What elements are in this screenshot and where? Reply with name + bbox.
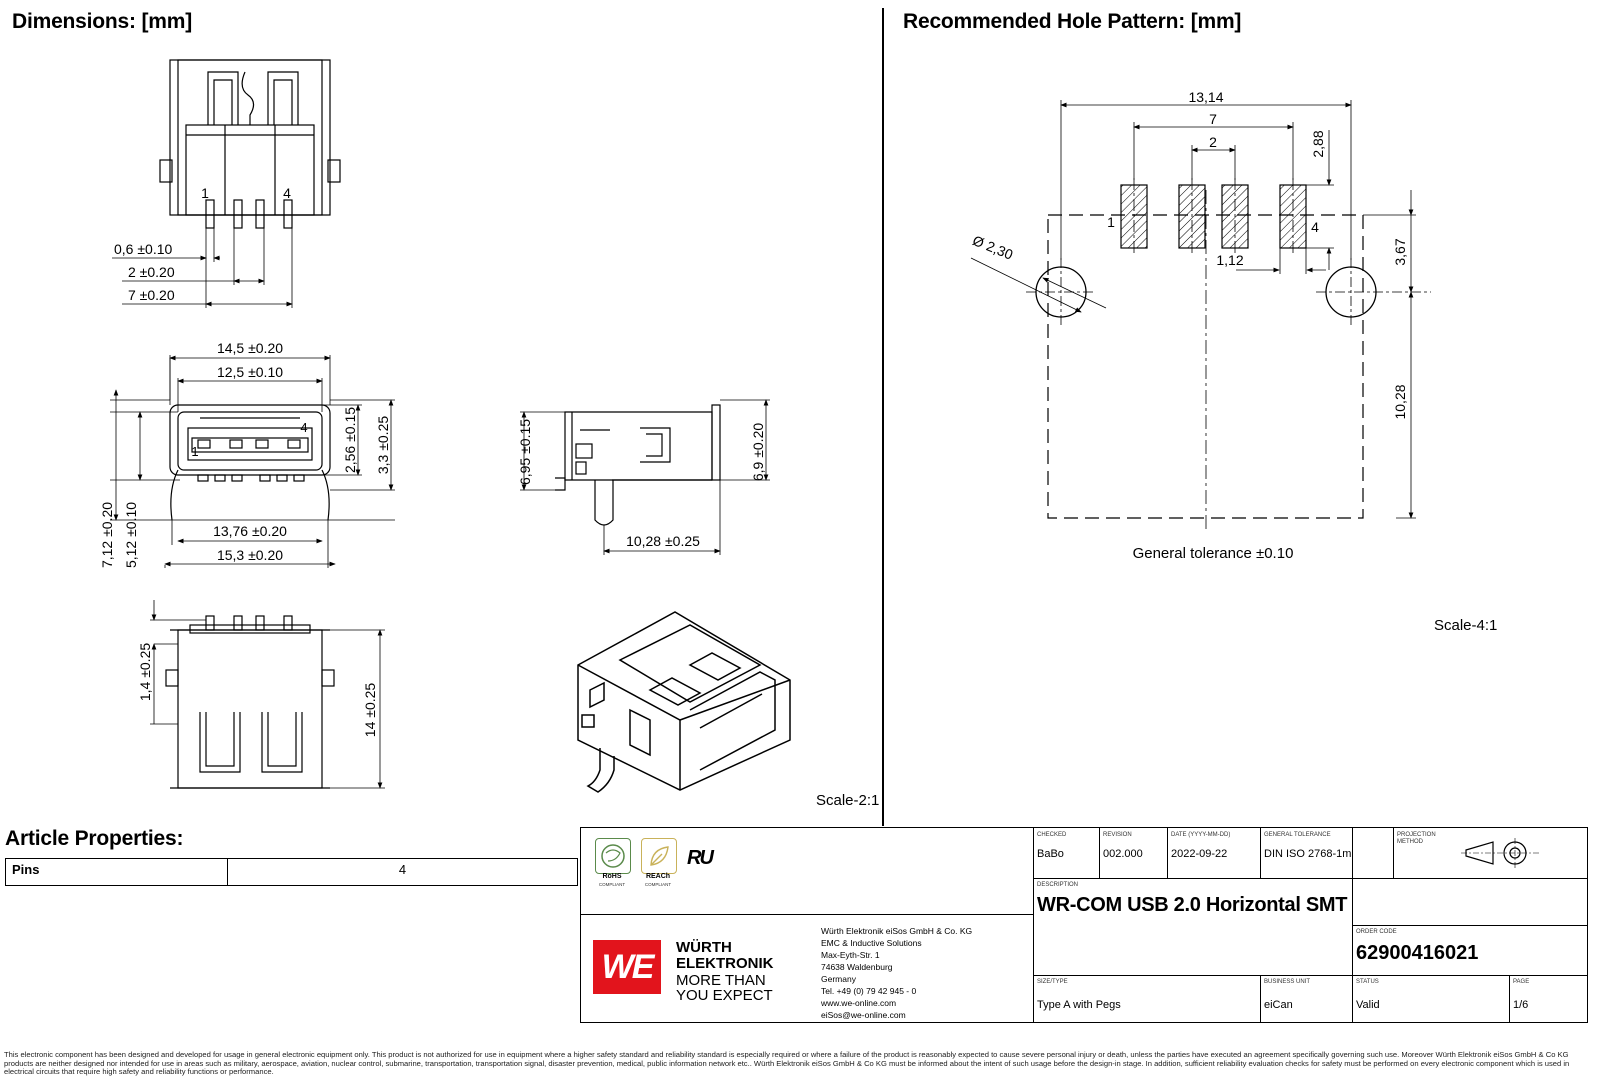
order-code-value: 62900416021	[1356, 942, 1479, 964]
svg-text:RU: RU	[687, 847, 714, 868]
dim-h-695: 6,95 ±0.15	[517, 419, 533, 485]
revision-value: 002.000	[1103, 848, 1143, 860]
dim-pin-width: 0,6 ±0.10	[114, 241, 172, 257]
top-view	[159, 59, 341, 229]
rohs-label: RoHS	[602, 873, 622, 880]
business-unit-value: eiCan	[1264, 999, 1293, 1011]
order-code-label: ORDER CODE	[1356, 929, 1397, 935]
business-unit-label: BUSINESS UNIT	[1264, 979, 1311, 985]
reach-icon	[641, 838, 677, 874]
dim-len-1028: 10,28 ±0.25	[626, 533, 700, 549]
general-tolerance-label: GENERAL TOLERANCE	[1264, 832, 1331, 838]
hole-dim-112: 1,12	[1216, 252, 1243, 268]
size-type-value: Type A with Pegs	[1037, 999, 1121, 1011]
hole-dim-288: 2,88	[1310, 130, 1326, 157]
hole-dim-1314: 13,14	[1188, 89, 1223, 105]
checked-value: BaBo	[1037, 848, 1064, 860]
isometric-view	[577, 611, 791, 793]
top-pin4-label: 4	[283, 185, 291, 201]
article-properties-table: Pins 4	[5, 858, 578, 886]
dim-pitch-2: 2 ±0.20	[128, 264, 175, 280]
hole-dim-7: 7	[1209, 111, 1217, 127]
hole-dim-1028: 10,28	[1392, 384, 1408, 419]
dim-h-712: 7,12 ±0.20	[99, 502, 115, 568]
we-logo-icon: WE	[593, 940, 661, 994]
size-type-label: SIZE/TYPE	[1037, 979, 1068, 985]
dim-width-153: 15,3 ±0.20	[217, 547, 283, 563]
dim-pitch-7: 7 ±0.20	[128, 287, 175, 303]
dim-len-14: 14 ±0.25	[362, 683, 378, 738]
description-label: DESCRIPTION	[1037, 882, 1079, 888]
dim-width-1376: 13,76 ±0.20	[213, 523, 287, 539]
hole-pin1-label: 1	[1107, 214, 1115, 230]
status-value: Valid	[1356, 999, 1380, 1011]
ul-mark-icon: RU	[687, 846, 717, 874]
projection-label: PROJECTION METHOD	[1397, 832, 1436, 845]
revision-label: REVISION	[1103, 832, 1132, 838]
pads	[1120, 184, 1307, 249]
dim-h-256: 2,56 ±0.15	[342, 407, 358, 473]
dim-h-512: 5,12 ±0.10	[123, 502, 139, 568]
front-pin1-label: 1	[191, 444, 198, 459]
dim-h-69: 6,9 ±0.20	[750, 423, 766, 481]
brand-slogan: MORE THAN YOU EXPECT	[676, 972, 773, 1004]
dim-width-145: 14,5 ±0.20	[217, 340, 283, 356]
page-label: PAGE	[1513, 979, 1530, 985]
disclaimer-text: This electronic component has been desig…	[4, 1050, 1570, 1077]
description-value: WR-COM USB 2.0 Horizontal SMT	[1037, 894, 1348, 916]
date-value: 2022-09-22	[1171, 848, 1228, 860]
article-properties-heading: Article Properties:	[5, 827, 184, 850]
hole-pin4-label: 4	[1311, 219, 1319, 235]
dim-h-14: 1,4 ±0.25	[137, 643, 153, 701]
checked-label: CHECKED	[1037, 832, 1067, 838]
top-pin1-label: 1	[201, 185, 209, 201]
hole-dim-dia: Ø 2,30	[970, 232, 1015, 263]
dim-width-125: 12,5 ±0.10	[217, 364, 283, 380]
page-value: 1/6	[1513, 999, 1529, 1011]
scale-right: Scale-4:1	[1434, 617, 1498, 634]
date-label: DATE (YYYY-MM-DD)	[1171, 832, 1231, 838]
pins-label: Pins	[6, 859, 228, 885]
scale-left: Scale-2:1	[816, 792, 880, 809]
rohs-sub: COMPLIANT	[598, 882, 626, 887]
company-address: Würth Elektronik eiSos GmbH & Co. KG EMC…	[821, 926, 973, 1020]
side-view	[555, 404, 721, 526]
projection-method-icon	[1461, 836, 1541, 875]
brand-name: WÜRTH ELEKTRONIK	[676, 939, 774, 972]
bottom-view	[165, 615, 335, 789]
pins-value: 4	[398, 862, 407, 877]
section-divider	[882, 8, 884, 826]
hole-pattern-drawing: 13,14 7 2 2,88 Ø 2,30 1,12 3,67 10,28 1 …	[970, 89, 1431, 562]
dimension-drawings: 1 4 0,6 ±0.10 2 ±0.20 7 ±0.20	[99, 59, 791, 793]
front-view	[169, 404, 331, 521]
hole-dim-367: 3,67	[1392, 238, 1408, 265]
dim-h-33: 3,3 ±0.25	[375, 416, 391, 474]
hole-pattern-heading: Recommended Hole Pattern: [mm]	[903, 10, 1242, 33]
reach-sub: COMPLIANT	[644, 882, 672, 887]
general-tolerance: General tolerance ±0.10	[1133, 545, 1294, 562]
general-tolerance-value: DIN ISO 2768-1m	[1264, 848, 1352, 860]
reach-label: REACh	[645, 873, 671, 880]
front-pin4-label: 4	[300, 420, 307, 435]
status-label: STATUS	[1356, 979, 1379, 985]
title-block: RoHS COMPLIANT REACh COMPLIANT RU WE WÜR…	[580, 827, 1588, 1023]
dimensions-heading: Dimensions: [mm]	[12, 10, 192, 33]
rohs-icon	[595, 838, 631, 874]
hole-dim-2: 2	[1209, 134, 1217, 150]
